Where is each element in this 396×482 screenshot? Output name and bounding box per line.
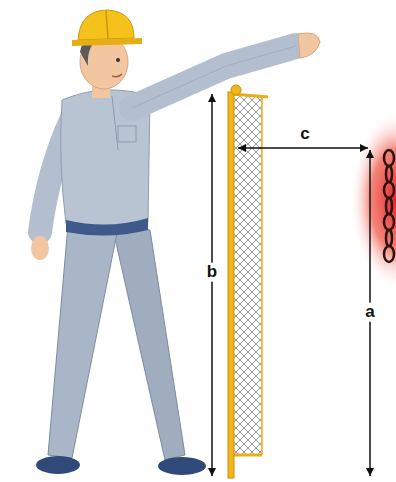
- chain: [384, 150, 394, 262]
- dimension-label: c: [297, 125, 312, 144]
- dimension-c: [238, 147, 368, 149]
- dimension-b: [211, 94, 213, 476]
- dimensions: [212, 94, 370, 476]
- dimension-label: b: [204, 263, 220, 282]
- worker: [31, 10, 320, 475]
- dimension-label: a: [362, 303, 377, 322]
- guard-fence: [228, 85, 268, 478]
- hazard: [350, 110, 396, 290]
